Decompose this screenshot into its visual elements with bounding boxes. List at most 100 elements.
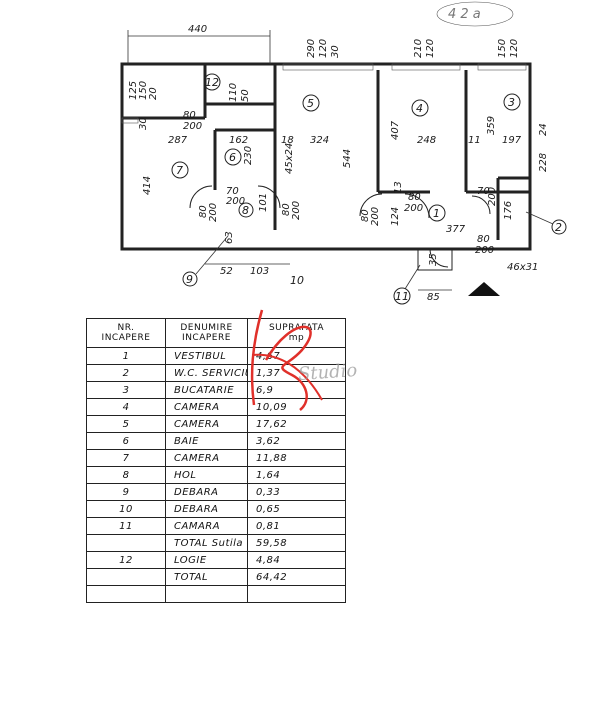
cell-nr	[86, 568, 166, 586]
header-nr: NR. INCAPERE	[86, 318, 166, 348]
dimension-label: 20	[148, 87, 159, 100]
cell-nr: 1	[86, 347, 166, 365]
room-number: 5	[307, 97, 314, 110]
cell-nr: 6	[86, 432, 166, 450]
north-arrow	[468, 282, 500, 296]
room-number: 7	[176, 164, 183, 177]
cell-area: 64,42	[247, 568, 346, 586]
dimension-label: 18	[281, 135, 294, 146]
dimension-label: 120	[509, 39, 520, 58]
dimension-label: 85	[427, 292, 440, 303]
dimension-label: 228	[538, 153, 549, 172]
cell-name: CAMERA	[165, 398, 248, 416]
cell-nr: 4	[86, 398, 166, 416]
room-marker	[238, 202, 254, 218]
dimension-label: 80	[408, 192, 421, 203]
dimension-label: 414	[142, 176, 153, 195]
leader-line	[195, 235, 229, 275]
header-name: DENUMIRE INCAPERE	[165, 318, 248, 348]
cell-area: 0,33	[247, 483, 346, 501]
dimension-label: 70	[477, 186, 490, 197]
dimension-label: 290	[306, 39, 317, 58]
cell-area: 1,64	[247, 466, 346, 484]
cell-name: W.C. SERVICIU	[165, 364, 248, 382]
door-arc	[189, 185, 213, 209]
dimension-label: 120	[318, 39, 329, 58]
dimension-label: 110	[228, 83, 239, 102]
dimension-label: 52	[220, 266, 233, 277]
dimension-label: 200	[226, 196, 245, 207]
cell-name: DEBARA	[165, 483, 248, 501]
door-arc	[471, 195, 491, 215]
cell-nr	[86, 534, 166, 552]
cell-name: TOTAL	[165, 568, 248, 586]
dimension-label: 440	[188, 24, 207, 35]
room-marker	[182, 271, 198, 287]
dimension-label: 200	[404, 203, 423, 214]
door-arc	[429, 248, 449, 268]
dimension-label: 80	[183, 110, 196, 121]
dimension-label: 200	[183, 121, 202, 132]
dimension-label: 24	[538, 123, 549, 136]
dimension-label: 200	[475, 245, 494, 256]
dimension-label: 544	[342, 149, 353, 168]
cell-name: DEBARA	[165, 500, 248, 518]
cell-name: CAMERA	[165, 449, 248, 467]
cell-name: CAMERA	[165, 415, 248, 433]
dimension-label: 150	[497, 39, 508, 58]
dimension-label: 197	[502, 135, 522, 146]
cell-name: BUCATARIE	[165, 381, 248, 399]
cell-area: 59,58	[247, 534, 346, 552]
dimension-label: 125	[128, 81, 139, 100]
door-arc	[359, 193, 383, 217]
leader-line	[404, 264, 421, 290]
dimension-label: 46x31	[507, 262, 538, 273]
header-area: SUPRAFATA mp	[247, 318, 346, 348]
cell-area: 6,9	[247, 381, 346, 399]
cell-name: LOGIE	[165, 551, 248, 569]
cell-nr: 5	[86, 415, 166, 433]
room-number: 12	[205, 76, 219, 89]
cell-nr: 8	[86, 466, 166, 484]
dimension-label: 30	[330, 45, 341, 58]
dimension-label: 200	[487, 187, 498, 206]
cell-nr: 2	[86, 364, 166, 382]
dimension-label: 200	[291, 201, 302, 220]
window	[391, 63, 461, 71]
cell-area: 3,62	[247, 432, 346, 450]
dimension-label: 45x24	[284, 143, 295, 174]
door-arc	[257, 185, 281, 209]
cell-name: BAIE	[165, 432, 248, 450]
room-number: 3	[508, 96, 515, 109]
cell-name: TOTAL Sutila	[165, 534, 248, 552]
leader-line	[525, 211, 554, 225]
cell-name: CAMARA	[165, 517, 248, 535]
cell-name: VESTIBUL	[165, 347, 248, 365]
watermark-text: Studio	[297, 359, 358, 386]
room-table: NR. INCAPERE DENUMIRE INCAPERE SUPRAFATA…	[86, 318, 346, 603]
corner-scribble: 4 2 a	[448, 7, 481, 22]
dimension-label: 103	[250, 266, 269, 277]
dimension-label: 50	[240, 89, 251, 102]
room-number: 1	[433, 207, 440, 220]
dimension-label: 101	[258, 193, 269, 212]
dimension-label: 248	[417, 135, 436, 146]
dimension-label: 80	[281, 203, 292, 216]
table-row	[86, 585, 346, 603]
cell-nr	[86, 585, 166, 603]
cell-nr: 9	[86, 483, 166, 501]
cell-name	[165, 585, 248, 603]
window	[121, 117, 139, 124]
window	[477, 63, 527, 71]
room-marker	[393, 287, 411, 305]
room-number: 11	[395, 290, 409, 303]
room-marker	[302, 94, 320, 112]
dimension-label: 176	[503, 201, 514, 220]
cell-nr: 11	[86, 517, 166, 535]
cell-area: 0,81	[247, 517, 346, 535]
